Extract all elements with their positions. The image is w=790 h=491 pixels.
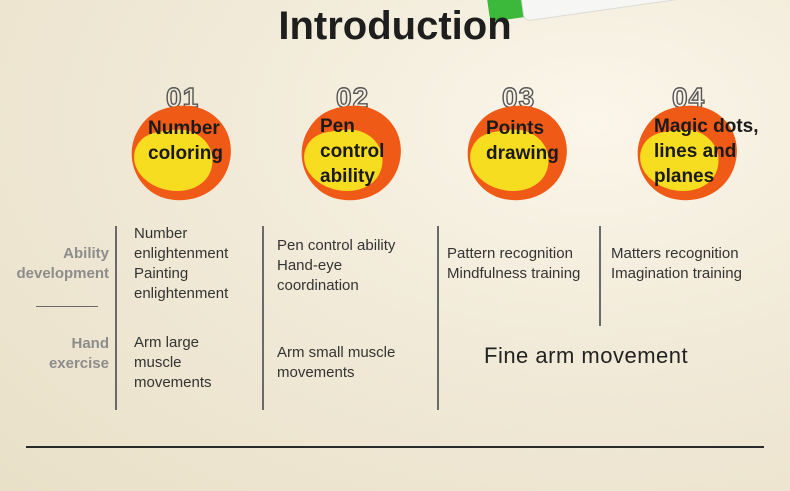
row-label-divider: [36, 306, 98, 307]
card-pen-control: 02 Pen control ability: [296, 81, 446, 207]
card-label: Number coloring: [148, 116, 223, 166]
card-label-line: coloring: [148, 143, 223, 164]
card-points-drawing: 03 Points drawing: [462, 81, 612, 207]
cell-line: enlightenment: [134, 245, 229, 262]
card-label: Points drawing: [486, 116, 559, 166]
ability-cell-magic-dots: Matters recognition Imagination training: [611, 244, 742, 284]
ability-cell-number-coloring: Number enlightenment Painting enlightenm…: [134, 224, 228, 304]
hand-cell-pen-control: Arm small muscle movements: [277, 343, 395, 383]
row-label-ability-development: Ability development: [0, 244, 109, 284]
paint-blob-icon: [637, 105, 737, 201]
card-magic-dots: 04 Magic dots, lines and planes: [632, 81, 782, 207]
cell-line: movements: [134, 374, 212, 391]
cell-line: Mindfulness training: [447, 265, 581, 282]
cell-line: Matters recognition: [611, 245, 739, 262]
card-label-line: drawing: [486, 143, 559, 164]
cell-line: enlightenment: [134, 285, 229, 302]
page-title: Introduction: [278, 4, 512, 48]
row-label-line: Hand: [71, 335, 110, 352]
cell-line: Pattern recognition: [447, 245, 573, 262]
row-label-line: exercise: [48, 355, 109, 372]
card-label-line: Pen: [320, 116, 355, 137]
card-label: Pen control ability: [320, 114, 384, 189]
ability-cell-pen-control: Pen control ability Hand-eye coordinatio…: [277, 236, 395, 296]
cell-line: Painting: [134, 265, 189, 282]
cell-line: Pen control ability: [277, 237, 396, 254]
cell-line: Number: [134, 225, 188, 242]
hand-cell-number-coloring: Arm large muscle movements: [134, 333, 212, 393]
card-label-line: control: [320, 141, 385, 162]
cell-line: movements: [277, 364, 355, 381]
card-number-coloring: 01 Number coloring: [126, 81, 276, 207]
column-divider: [262, 226, 264, 410]
column-divider: [115, 226, 117, 410]
marker-pen-image: [486, 0, 790, 22]
row-label-line: development: [16, 265, 109, 282]
cell-line: Arm small muscle: [277, 344, 396, 361]
cell-line: coordination: [277, 277, 359, 294]
hand-cell-fine-arm-movement: Fine arm movement: [484, 343, 689, 368]
card-label-line: Magic dots,: [654, 116, 759, 137]
row-label-hand-exercise: Hand exercise: [0, 334, 109, 374]
row-label-line: Ability: [63, 245, 109, 262]
ability-cell-points-drawing: Pattern recognition Mindfulness training: [447, 244, 580, 284]
card-label-line: Number: [148, 118, 220, 139]
card-label-line: planes: [654, 166, 715, 187]
paint-blob-icon: [301, 105, 401, 201]
column-divider: [437, 226, 439, 410]
cell-line: Arm large: [134, 334, 200, 351]
paint-blob-icon: [467, 105, 567, 201]
card-label-line: lines and: [654, 141, 737, 162]
card-label-line: Points: [486, 118, 545, 139]
card-label: Magic dots, lines and planes: [654, 114, 759, 189]
paint-blob-icon: [131, 105, 231, 201]
cell-line: Imagination training: [611, 265, 742, 282]
column-divider: [599, 226, 601, 326]
card-label-line: ability: [320, 166, 375, 187]
bottom-divider: [26, 446, 764, 448]
cell-line: Hand-eye: [277, 257, 343, 274]
cell-line: muscle: [134, 354, 182, 371]
